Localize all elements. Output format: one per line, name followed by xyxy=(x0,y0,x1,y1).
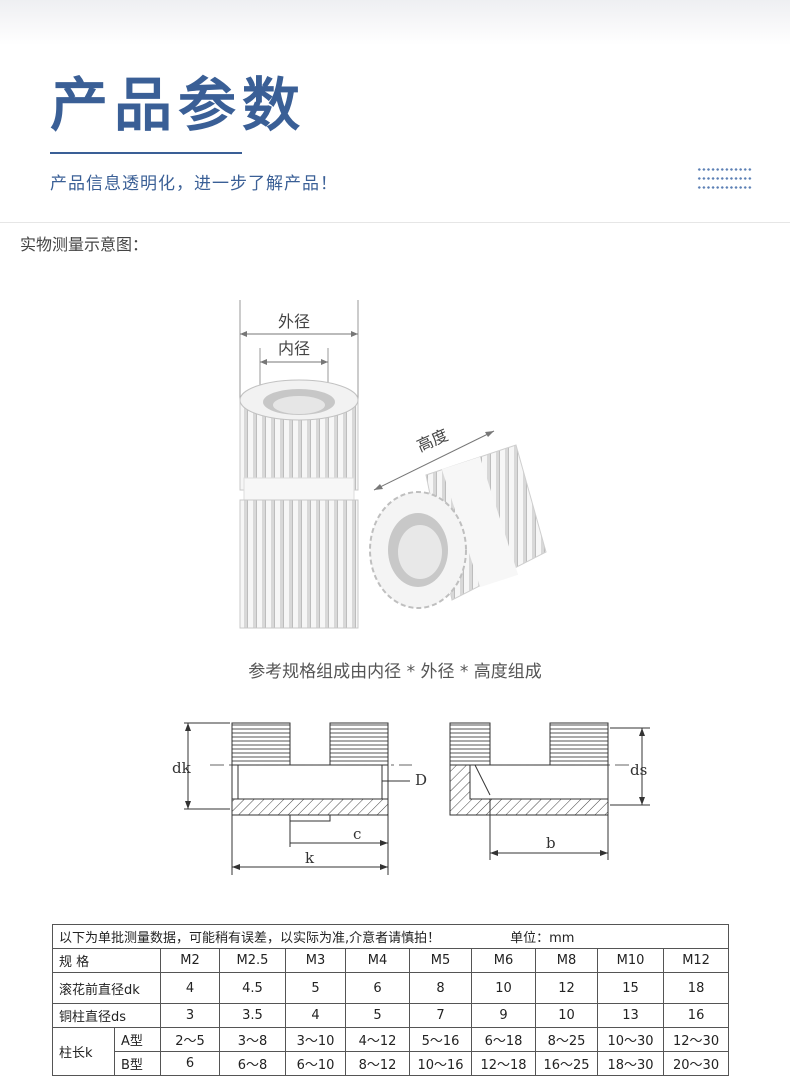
spec-cell: M6 xyxy=(471,948,536,973)
ds-cell: 16 xyxy=(662,1003,730,1028)
page-subtitle: 产品信息透明化，进一步了解产品！ xyxy=(50,174,338,194)
table-row: 规 格 M2 M2.5 M3 M4 M5 M6 M8 M10 M12 xyxy=(52,948,730,973)
ds-cell: 3.5 xyxy=(219,1003,286,1028)
dk-cell: 15 xyxy=(597,972,664,1004)
dk-label: dk xyxy=(172,759,192,777)
height-label: 高度 xyxy=(414,425,451,455)
spec-cell: M2.5 xyxy=(219,948,286,973)
k-label: k xyxy=(305,849,315,867)
k-b-cell: 6 xyxy=(160,1051,220,1076)
k-b-cell: 18～30 xyxy=(597,1051,664,1076)
table-note: 以下为单批测量数据，可能稍有误差，以实际为准,介意者请慎拍！ xyxy=(59,931,441,946)
c-label: c xyxy=(353,825,361,843)
k-b-cell: 6～10 xyxy=(285,1051,346,1076)
a-type-label: A型 xyxy=(114,1027,161,1052)
ds-cell: 5 xyxy=(345,1003,410,1028)
dk-cell: 4 xyxy=(160,972,220,1004)
spec-cell: M4 xyxy=(345,948,410,973)
ds-cell: 9 xyxy=(471,1003,536,1028)
standing-insert-nut xyxy=(239,379,359,629)
k-b-cell: 12～18 xyxy=(471,1051,536,1076)
spec-cell: M2 xyxy=(160,948,220,973)
spec-cell: M5 xyxy=(409,948,472,973)
lying-insert-nut xyxy=(369,444,547,609)
k-a-cell: 10～30 xyxy=(597,1027,664,1052)
outer-diameter-label: 外径 xyxy=(278,312,310,331)
page-title: 产品参数 xyxy=(50,71,307,139)
dk-row-label: 滚花前直径dk xyxy=(52,972,161,1004)
dk-cell: 18 xyxy=(662,972,730,1004)
spec-cell: M8 xyxy=(535,948,598,973)
k-b-cell: 6～8 xyxy=(219,1051,286,1076)
ds-cell: 7 xyxy=(409,1003,472,1028)
k-b-cell: 20～30 xyxy=(662,1051,730,1076)
k-a-cell: 3～10 xyxy=(285,1027,346,1052)
spec-cell: M3 xyxy=(285,948,346,973)
k-b-cell: 8～12 xyxy=(345,1051,410,1076)
table-note-row: 以下为单批测量数据，可能稍有误差，以实际为准,介意者请慎拍！ 单位：mm xyxy=(51,924,730,949)
inner-diameter-label: 内径 xyxy=(278,339,310,358)
ds-cell: 10 xyxy=(535,1003,598,1028)
table-row: 滚花前直径dk 4 4.5 5 6 8 10 12 15 18 xyxy=(52,972,730,1004)
spec-caption: 参考规格组成由内径 * 外径 * 高度组成 xyxy=(248,662,542,682)
k-b-cell: 10～16 xyxy=(409,1051,472,1076)
dk-cell: 8 xyxy=(409,972,472,1004)
table-row: 柱长k A型 2～5 3～8 3～10 4～12 5～16 6～18 8～25 … xyxy=(52,1027,730,1076)
table-row: B型 6 6～8 6～10 8～12 10～16 12～18 16～25 18～… xyxy=(53,1051,730,1076)
D-label: D xyxy=(415,771,427,789)
page-header: 产品参数 产品信息透明化，进一步了解产品！ xyxy=(0,0,790,223)
spec-cell: M12 xyxy=(662,948,730,973)
ds-row-label: 铜柱直径ds xyxy=(52,1003,161,1028)
k-a-cell: 5～16 xyxy=(409,1027,472,1052)
spec-row-label: 规 格 xyxy=(52,948,161,973)
ds-cell: 4 xyxy=(285,1003,346,1028)
k-a-cell: 4～12 xyxy=(345,1027,410,1052)
type-b-drawing: ds b xyxy=(449,722,650,860)
ds-cell: 3 xyxy=(160,1003,220,1028)
k-b-cell: 16～25 xyxy=(535,1051,598,1076)
b-label: b xyxy=(546,834,556,852)
ds-cell: 13 xyxy=(597,1003,664,1028)
section-label: 实物测量示意图： xyxy=(20,235,149,254)
title-underline xyxy=(50,152,242,154)
k-a-cell: 6～18 xyxy=(471,1027,536,1052)
table-note-cell: 以下为单批测量数据，可能稍有误差，以实际为准,介意者请慎拍！ 单位：mm xyxy=(51,924,730,949)
ds-label: ds xyxy=(630,761,647,779)
table-unit: 单位：mm xyxy=(510,931,575,946)
technical-drawing: dk D c k ds xyxy=(172,722,650,875)
dk-cell: 10 xyxy=(471,972,536,1004)
type-a-drawing: dk D c k xyxy=(172,722,427,875)
dk-cell: 4.5 xyxy=(219,972,286,1004)
spec-table: 以下为单批测量数据，可能稍有误差，以实际为准,介意者请慎拍！ 单位：mm 规 格 … xyxy=(51,924,730,1076)
k-a-cell: 8～25 xyxy=(535,1027,598,1052)
k-a-cell: 3～8 xyxy=(219,1027,286,1052)
spec-cell: M10 xyxy=(597,948,664,973)
k-a-cell: 12～30 xyxy=(662,1027,730,1052)
dot-grid-decoration xyxy=(697,165,753,193)
k-row-label: 柱长k xyxy=(52,1027,115,1076)
k-a-cell: 2～5 xyxy=(160,1027,220,1052)
b-type-label: B型 xyxy=(114,1051,161,1076)
dk-cell: 12 xyxy=(535,972,598,1004)
insert-nut-photo: 外径 内径 高度 xyxy=(239,300,547,629)
table-row: 铜柱直径ds 3 3.5 4 5 7 9 10 13 16 xyxy=(52,1003,730,1028)
dk-cell: 6 xyxy=(345,972,410,1004)
dk-cell: 5 xyxy=(285,972,346,1004)
